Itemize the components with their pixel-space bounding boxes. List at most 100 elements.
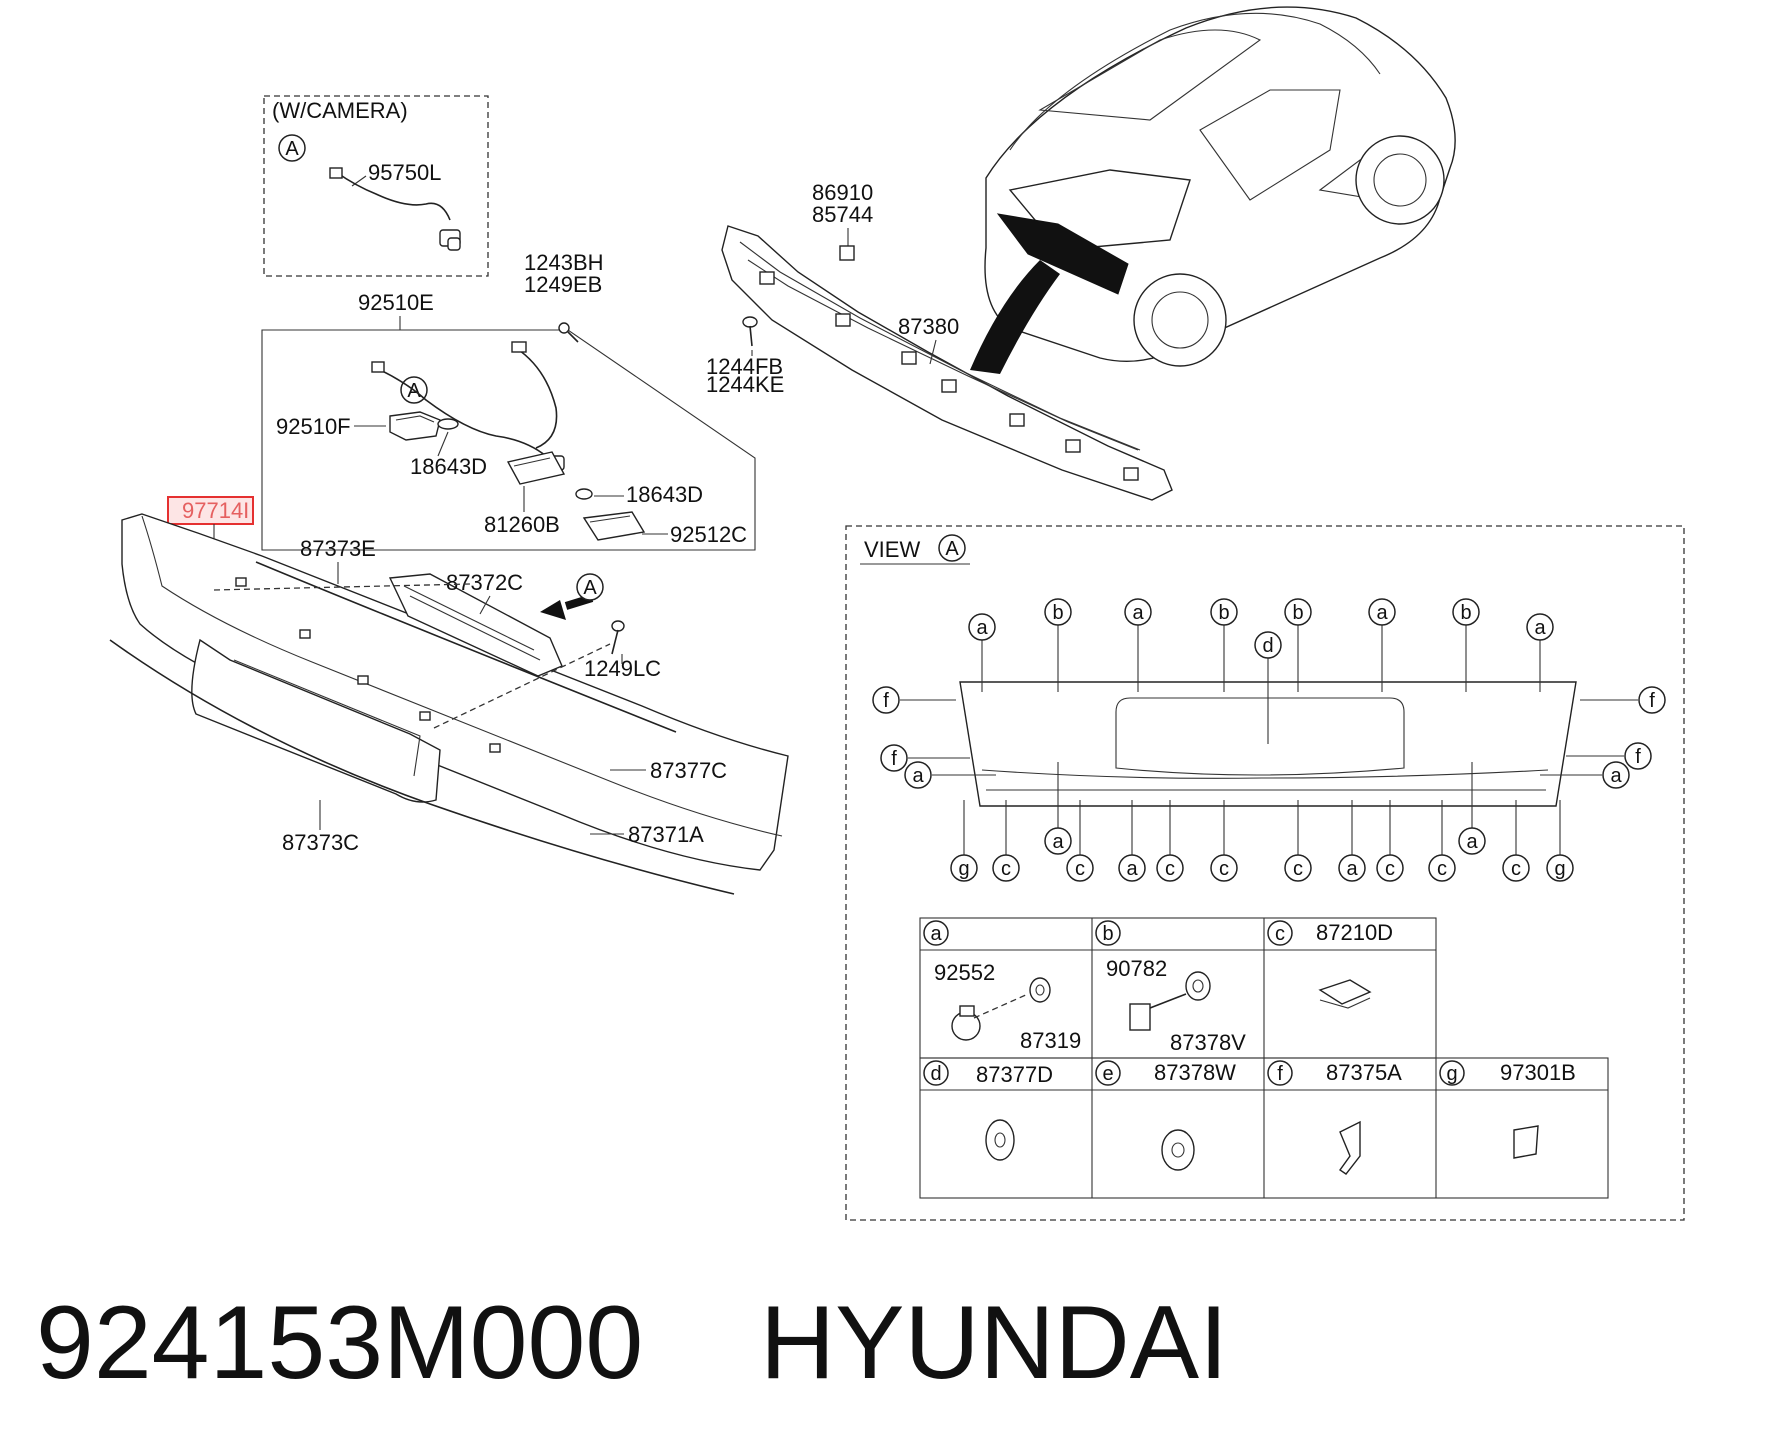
bulb-18643D-icon — [437, 418, 459, 430]
lamp-92512C-icon — [582, 511, 646, 541]
label-92510E: 92510E — [358, 290, 434, 315]
label-1244KE: 1244KE — [706, 372, 784, 397]
callout-bottom-8-letter: a — [1346, 858, 1358, 880]
label-87373E: 87373E — [300, 536, 376, 561]
callout-bottom-11: c — [1502, 800, 1530, 882]
callout-bottom-4: a — [1118, 800, 1146, 882]
latch-87372C-body — [388, 573, 563, 677]
callout-left-f1: f — [883, 690, 889, 712]
camera-box: (W/CAMERA) A 95750L — [263, 95, 489, 277]
camera-box-frame — [263, 95, 489, 277]
legend-e-key: e — [1102, 1063, 1113, 1085]
callout-bottom-2: c — [992, 800, 1020, 882]
callout-bottom-9-letter: c — [1385, 858, 1395, 880]
arrow-marker-circle — [576, 573, 604, 601]
wiring-box: 92510E 1243BH 1249EB A 92510F 18643D — [261, 250, 756, 551]
callout-bottom-11-letter: c — [1511, 858, 1521, 880]
label-1244FB: 1244FB — [706, 354, 783, 379]
legend-f-title: 87375A — [1326, 1060, 1402, 1085]
legend-b-key: b — [1102, 923, 1113, 945]
harness-wire-icon — [371, 341, 565, 471]
screw-90782-icon — [1129, 971, 1211, 1031]
callout-top-1: a — [968, 613, 996, 692]
legend-b-part1: 90782 — [1106, 956, 1167, 981]
callout-bottom-6-letter: c — [1219, 858, 1229, 880]
label-87373C: 87373C — [282, 830, 359, 855]
callout-bottom-4-letter: a — [1126, 858, 1138, 880]
callout-top-3-letter: a — [1132, 602, 1144, 624]
callout-bottom-10: c — [1428, 800, 1456, 882]
plate-recess — [191, 638, 441, 803]
callout-bottom-1: g — [950, 800, 978, 882]
garnish-assembly: 97714I 87373E 87372C A 1249LC 87377C 873… — [109, 496, 789, 895]
callout-top-6-letter: a — [1376, 602, 1388, 624]
legend-g-key: g — [1446, 1063, 1457, 1085]
callout-top-2: b — [1044, 598, 1072, 692]
callout-bottom-5-letter: c — [1165, 858, 1175, 880]
rivet-92552-icon — [951, 977, 1051, 1041]
view-arrow-icon — [540, 600, 566, 620]
callout-top-3: a — [1124, 598, 1152, 692]
legend-a-part2: 87319 — [1020, 1028, 1081, 1053]
pad-97301B-icon — [1513, 1125, 1539, 1159]
callout-top-5-letter: b — [1292, 602, 1303, 624]
callout-inner-a1: a — [1052, 831, 1064, 853]
callout-left-a: a — [912, 765, 924, 787]
highlight-box-97714I — [167, 496, 254, 525]
molding-87373C — [109, 639, 735, 895]
camera-marker-letter: A — [285, 138, 299, 160]
view-a-marker-circle — [938, 534, 966, 562]
footer-brand: HYUNDAI — [760, 1285, 1228, 1401]
callout-top-2-letter: b — [1052, 602, 1063, 624]
callout-right-a: a — [1610, 765, 1622, 787]
legend-d-key: d — [930, 1063, 941, 1085]
view-a-marker-letter: A — [945, 538, 959, 560]
callout-d-letter: d — [1262, 635, 1273, 657]
callout-top-8-letter: a — [1534, 617, 1546, 639]
callout-top-4: b — [1210, 598, 1238, 692]
legend-g-title: 97301B — [1500, 1060, 1576, 1085]
label-1243BH: 1243BH — [524, 250, 604, 275]
bolt-1243BH-icon — [558, 322, 579, 343]
legend-c-key: c — [1275, 923, 1285, 945]
view-a-plate-opening — [1115, 697, 1405, 776]
callout-left-f2: f — [891, 748, 897, 770]
vehicle-illustration — [970, 6, 1456, 374]
strip-87373E — [255, 561, 677, 733]
lamp-92510F-icon — [389, 411, 441, 441]
label-87380: 87380 — [898, 314, 959, 339]
callout-inner-a2: a — [1466, 831, 1478, 853]
legend-c-title: 87210D — [1316, 920, 1393, 945]
label-1249LC: 1249LC — [584, 656, 661, 681]
callout-right-f2: f — [1635, 746, 1641, 768]
label-87372C: 87372C — [446, 570, 523, 595]
callout-bottom-7: c — [1284, 800, 1312, 882]
callout-bottom-10-letter: c — [1437, 858, 1447, 880]
callout-top-6: a — [1368, 598, 1396, 692]
camera-leader — [351, 175, 367, 187]
lamp-81260B-icon — [506, 451, 566, 485]
label-86910: 86910 — [812, 180, 873, 205]
view-a-title: VIEW — [864, 537, 920, 562]
callout-bottom-12: g — [1546, 800, 1574, 882]
legend-e-title: 87378W — [1154, 1060, 1236, 1085]
callout-bottom-12-letter: g — [1554, 858, 1565, 880]
callout-top-8: a — [1526, 613, 1554, 692]
callout-top-1-letter: a — [976, 617, 988, 639]
callout-top-7: b — [1452, 598, 1480, 692]
label-87377C: 87377C — [650, 758, 727, 783]
vehicle-pointer-arrow — [970, 260, 1060, 374]
washer-87378W-icon — [1161, 1129, 1195, 1171]
view-a-inner-callouts: a a — [1044, 762, 1486, 855]
label-92510F: 92510F — [276, 414, 351, 439]
camera-harness-icon — [329, 167, 461, 251]
label-18643D-a: 18643D — [410, 454, 487, 479]
arrow-marker-letter: A — [583, 577, 597, 599]
camera-marker-circle — [278, 134, 306, 162]
clip-87210D-icon — [1318, 979, 1372, 1009]
callout-bottom-9: c — [1376, 800, 1404, 882]
bracket-87375A-icon — [1339, 1120, 1361, 1175]
